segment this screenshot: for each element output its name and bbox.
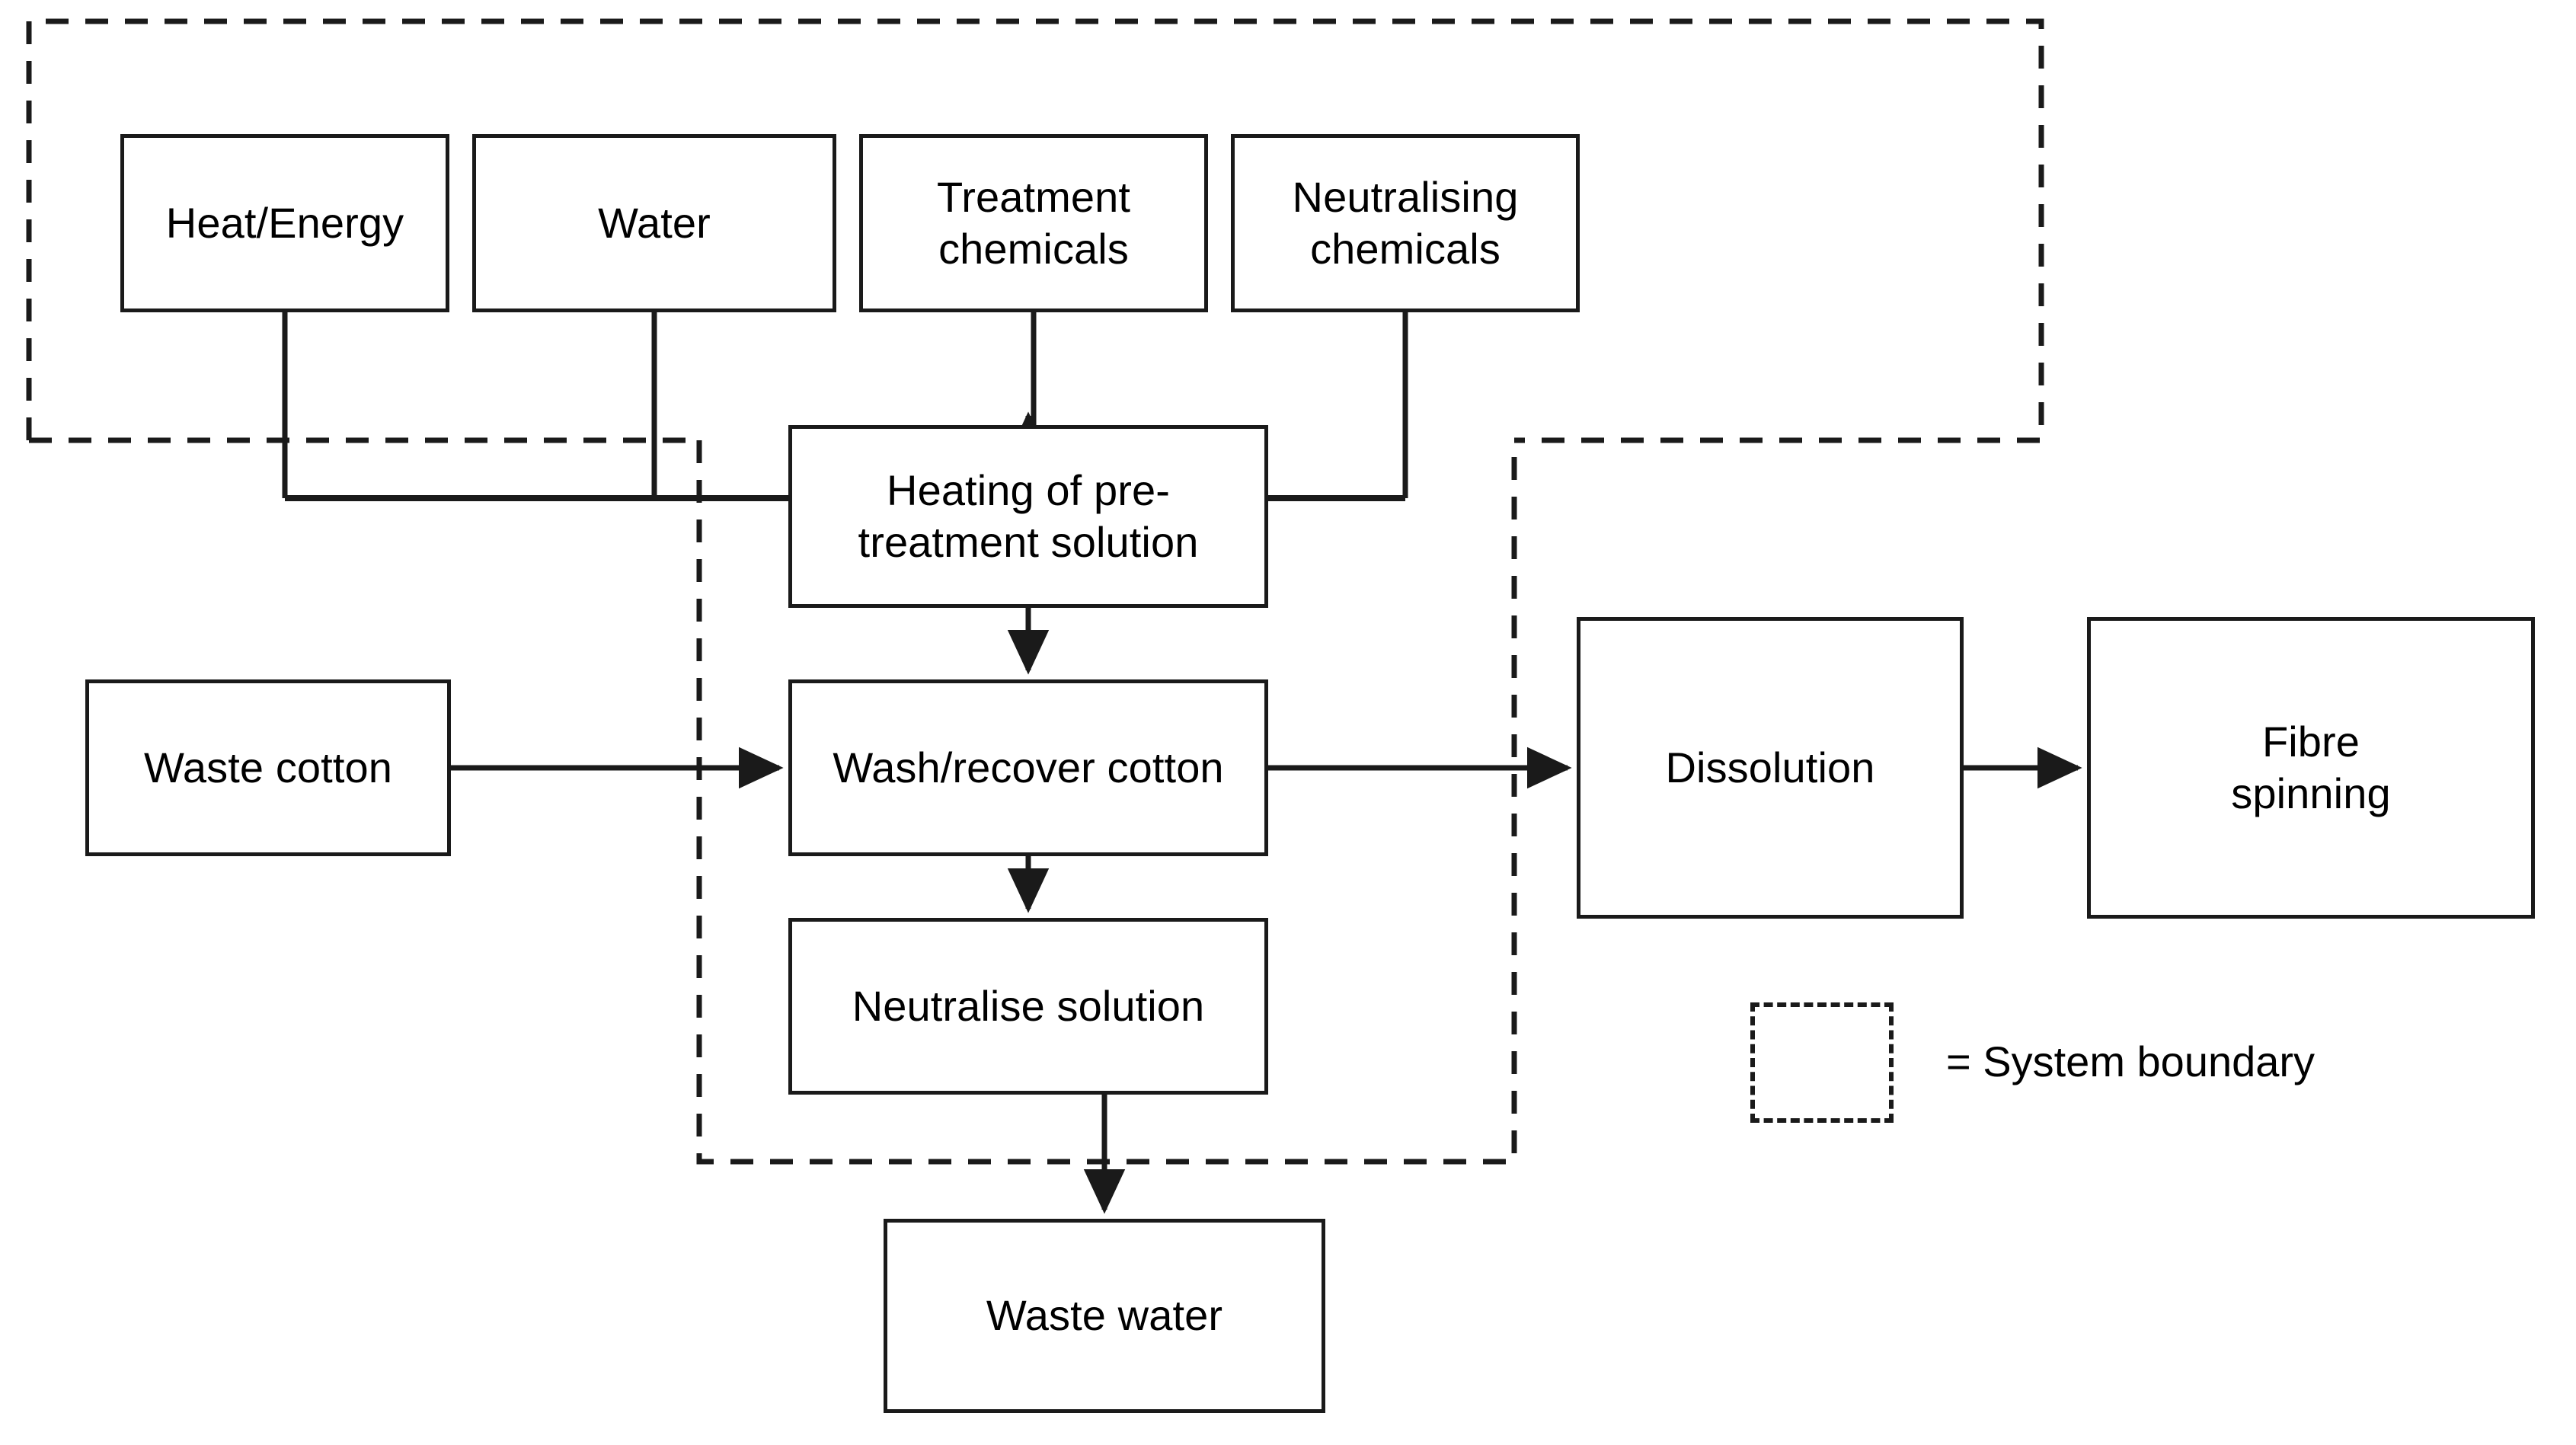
node-dissolution[interactable]: Dissolution [1577, 617, 1964, 919]
node-neutralise-solution[interactable]: Neutralise solution [788, 918, 1268, 1095]
node-waste-cotton[interactable]: Waste cotton [85, 679, 451, 856]
node-water[interactable]: Water [472, 134, 836, 312]
node-wash-recover-cotton[interactable]: Wash/recover cotton [788, 679, 1268, 856]
node-label: Wash/recover cotton [833, 743, 1224, 791]
node-neutralising-chemicals[interactable]: Neutralising chemicals [1231, 134, 1580, 312]
node-label: Neutralise solution [852, 981, 1205, 1030]
node-label: Water [598, 198, 711, 247]
node-label: Neutralising chemicals [1292, 172, 1519, 273]
node-heating-of-pre-treatment-solution[interactable]: Heating of pre- treatment solution [788, 425, 1268, 608]
node-heat-energy[interactable]: Heat/Energy [120, 134, 449, 312]
node-waste-water[interactable]: Waste water [884, 1219, 1325, 1413]
node-treatment-chemicals[interactable]: Treatment chemicals [859, 134, 1208, 312]
node-label: Treatment chemicals [936, 172, 1131, 273]
dashed-square-swatch [1750, 1002, 1894, 1123]
node-fibre-spinning[interactable]: Fibre spinning [2087, 617, 2535, 919]
legend-label: = System boundary [1946, 1037, 2316, 1085]
node-label: Fibre spinning [2231, 717, 2391, 817]
node-label: Waste water [986, 1291, 1223, 1340]
node-label: Heat/Energy [165, 198, 404, 247]
node-label: Heating of pre- treatment solution [858, 465, 1199, 566]
node-label: Dissolution [1665, 743, 1875, 791]
node-label: Waste cotton [144, 743, 392, 791]
